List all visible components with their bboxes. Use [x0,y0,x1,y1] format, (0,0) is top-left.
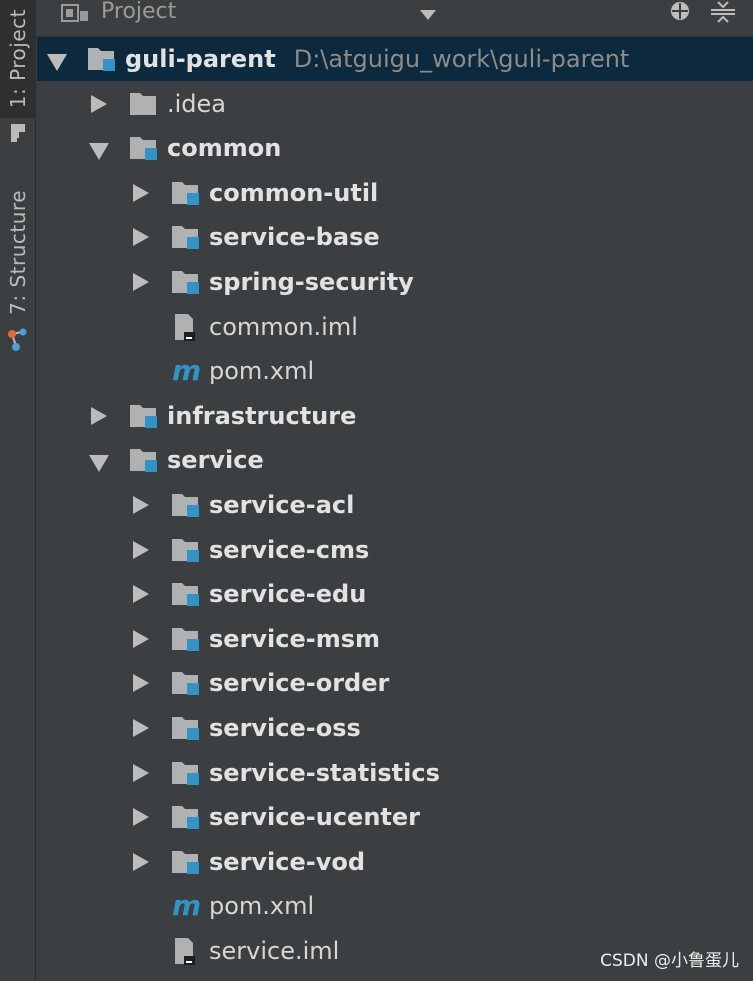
tree-item-label: service-edu [209,580,367,609]
tree-item-service-cms[interactable]: service-cms [37,528,753,572]
tree-item-pom-xml[interactable]: m pom.xml [37,884,753,928]
module-folder-icon [171,223,201,255]
project-view-title[interactable]: Project [101,0,177,24]
project-toolbar: Project [37,0,753,37]
tree-item-pom-xml[interactable]: m pom.xml [37,349,753,393]
module-folder-icon [171,625,201,657]
collapse-all-icon[interactable] [709,0,737,28]
collapsed-arrow-icon[interactable] [133,183,149,202]
tree-item-label: common [167,134,282,163]
tree-item-service-edu[interactable]: service-edu [37,572,753,616]
module-folder-icon [171,714,201,746]
svg-text:m: m [172,357,201,385]
collapsed-arrow-icon[interactable] [133,808,149,827]
module-folder-icon [171,580,201,612]
tree-item-label: pom.xml [209,892,315,921]
module-folder-icon [171,179,201,211]
crosshair-icon[interactable] [667,0,693,28]
tree-item-label: service.iml [209,937,340,965]
module-folder-icon [171,848,201,880]
tool-window-sidebar: 1: Project 7: Structure [0,0,36,981]
tree-item-label: infrastructure [167,401,357,430]
tree-item-service-base[interactable]: service-base [37,215,753,259]
tree-item-label: service-vod [209,847,366,876]
tree-item-label: service-oss [209,714,361,742]
tree-item-service-iml[interactable]: service.iml [37,929,753,973]
module-folder-icon [171,669,201,701]
iml-file-icon [171,937,201,969]
tree-item-idea[interactable]: .idea [37,82,753,126]
tree-item-label: service-msm [209,624,381,653]
expanded-arrow-icon[interactable] [89,143,109,161]
module-folder-icon [129,402,159,434]
tree-item-spring-security[interactable]: spring-security [37,260,753,304]
collapsed-arrow-icon[interactable] [133,540,149,559]
tree-item-label: pom.xml [209,357,315,386]
chevron-down-icon[interactable] [419,6,437,25]
tree-item-common[interactable]: common [37,126,753,170]
collapsed-arrow-icon[interactable] [133,674,149,693]
maven-pom-icon: m [171,889,205,924]
collapsed-arrow-icon[interactable] [133,629,149,648]
module-folder-icon [87,45,117,77]
maven-pom-icon: m [171,354,205,389]
tree-item-label: service-base [209,223,380,252]
tree-item-infrastructure[interactable]: infrastructure [37,394,753,438]
module-folder-icon [171,268,201,300]
svg-text:m: m [172,892,201,920]
tree-item-label: service-acl [209,491,355,519]
collapsed-arrow-icon[interactable] [133,496,149,514]
collapsed-arrow-icon[interactable] [133,763,149,782]
tree-item-label: common-util [209,178,379,207]
tree-item-service-statistics[interactable]: service-statistics [37,751,753,795]
structure-tool-tab[interactable]: 7: Structure [0,185,36,320]
structure-tab-label: 7: Structure [6,190,30,315]
structure-tool-icon [0,322,36,358]
tree-item-service-acl[interactable]: service-acl [37,483,753,527]
project-view-icon [61,3,91,29]
tree-item-label: spring-security [209,268,414,296]
tree-item-service-msm[interactable]: service-msm [37,617,753,661]
collapsed-arrow-icon[interactable] [133,228,149,247]
module-folder-icon [171,803,201,835]
tree-item-label: service-cms [209,535,370,564]
expanded-arrow-icon[interactable] [89,455,109,473]
tree-item-label: service-statistics [209,758,440,787]
collapsed-arrow-icon[interactable] [133,273,149,291]
collapsed-arrow-icon[interactable] [91,94,107,113]
tree-item-common-iml[interactable]: common.iml [37,305,753,349]
module-folder-icon [129,446,159,478]
module-path: D:\atguigu_work\guli-parent [293,45,630,73]
watermark: CSDN @小鲁蛋儿 [600,951,739,971]
collapsed-arrow-icon[interactable] [133,719,149,737]
collapsed-arrow-icon[interactable] [133,852,149,871]
tree-item-label: service-order [209,669,390,698]
tree-item-service-vod[interactable]: service-vod [37,840,753,884]
collapsed-arrow-icon[interactable] [133,585,149,604]
tree-item-service-ucenter[interactable]: service-ucenter [37,795,753,839]
tree-item-label: .idea [167,89,227,118]
module-folder-icon [171,491,201,523]
project-tool-tab[interactable]: 1: Project [0,0,36,118]
tree-item-label: common.iml [209,312,358,341]
project-tool-icon [0,118,36,148]
module-folder-icon [129,134,159,166]
module-folder-icon [171,759,201,791]
tree-item-common-util[interactable]: common-util [37,171,753,215]
folder-icon [129,90,159,122]
project-tab-label: 1: Project [6,9,30,109]
tree-item-label: service [167,446,264,475]
expanded-arrow-icon[interactable] [47,54,67,71]
module-folder-icon [171,536,201,568]
tree-item-service-oss[interactable]: service-oss [37,706,753,750]
collapsed-arrow-icon[interactable] [91,406,107,425]
tree-item-service[interactable]: service [37,438,753,482]
tree-item-label: service-ucenter [209,803,420,832]
tree-item-service-order[interactable]: service-order [37,661,753,705]
iml-file-icon [171,313,201,345]
